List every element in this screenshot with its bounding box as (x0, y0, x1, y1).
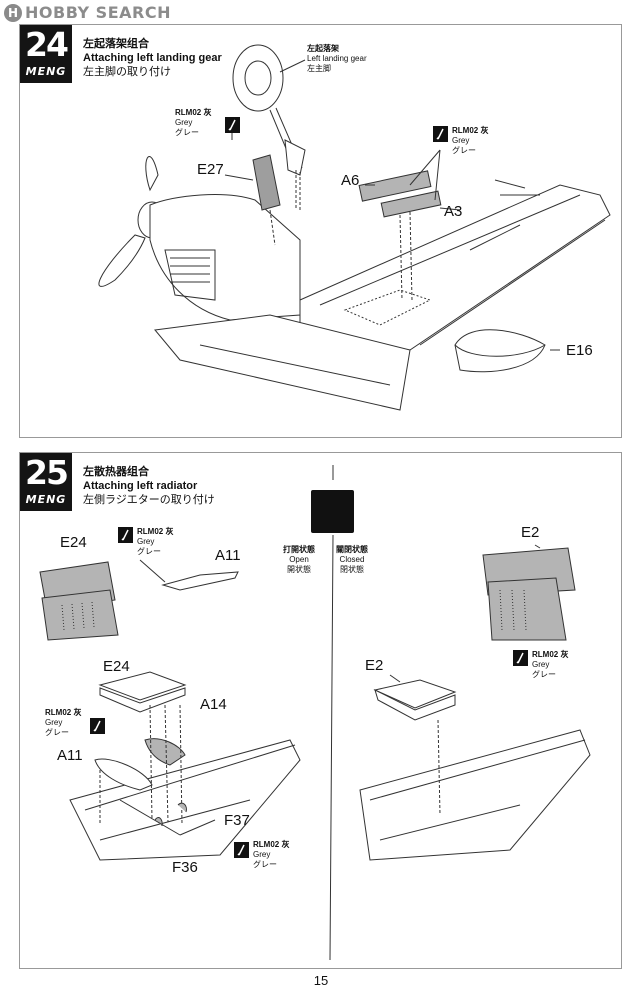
step-24-badge: 24 MENG (20, 25, 72, 83)
page-number: 15 (313, 973, 329, 988)
paint-code: RLM02 灰 (253, 840, 290, 849)
paint-note: RLM02 灰 Grey グレー (253, 840, 289, 870)
watermark-logo: H (4, 3, 22, 22)
step-number: 25 (25, 453, 69, 492)
state-closed-jp: 閉状態 (340, 565, 364, 574)
part-label-a14: A14 (200, 696, 227, 713)
landing-gear-illustration (232, 44, 306, 246)
paint-brush-icon (90, 718, 105, 734)
state-open-note: 打開状態 Open 開状態 (283, 545, 315, 575)
hobby-search-watermark: H HOBBY SEARCH (4, 3, 171, 22)
gear-label-jp: 左主脚 (307, 64, 331, 73)
paint-code: RLM02 灰 (175, 108, 212, 117)
title-en: Attaching left radiator (83, 480, 198, 492)
title-cn: 左起落架组合 (83, 38, 149, 50)
paint-brush-icon (118, 527, 133, 543)
part-label-a3: A3 (444, 203, 463, 220)
paint-note: RLM02 灰 Grey グレー (452, 126, 488, 156)
paint-code: RLM02 灰 (45, 708, 82, 717)
part-label-f36: F36 (172, 859, 198, 876)
brand-mark: MENG (25, 65, 67, 78)
paint-en: Grey (452, 136, 470, 145)
part-label-e24: E24 (103, 658, 130, 675)
paint-brush-icon (225, 117, 240, 133)
landing-gear-callout: 左起落架 Left landing gear 左主脚 (307, 44, 367, 74)
part-label-a11: A11 (215, 547, 241, 564)
wing-illustration-closed (359, 544, 591, 861)
paint-note: RLM02 灰 Grey グレー (45, 708, 81, 738)
paint-en: Grey (137, 537, 155, 546)
watermark-text: HOBBY SEARCH (25, 3, 171, 22)
step-24-titles: 左起落架组合 Attaching left landing gear 左主脚の取… (83, 37, 222, 79)
wing-illustration-open (69, 671, 301, 861)
state-closed-note: 關閉状態 Closed 閉状態 (336, 545, 368, 575)
state-open-cn: 打開状態 (283, 545, 315, 554)
paint-code: RLM02 灰 (532, 650, 569, 659)
open-closed-toggle-icon (311, 490, 354, 533)
part-label-a11: A11 (57, 747, 83, 764)
title-jp: 左側ラジエターの取り付け (83, 494, 215, 506)
state-open-jp: 開状態 (287, 565, 311, 574)
part-label-e24: E24 (60, 534, 87, 551)
paint-code: RLM02 灰 (452, 126, 489, 135)
paint-jp: グレー (452, 146, 476, 155)
paint-en: Grey (45, 718, 63, 727)
paint-code: RLM02 灰 (137, 527, 174, 536)
part-label-e2: E2 (521, 524, 540, 541)
state-closed-en: Closed (339, 555, 365, 564)
paint-jp: グレー (175, 128, 199, 137)
radiator-flap-detail-closed (482, 547, 576, 641)
paint-note: RLM02 灰 Grey グレー (137, 527, 173, 557)
paint-en: Grey (253, 850, 271, 859)
paint-jp: グレー (532, 670, 556, 679)
paint-brush-icon (513, 650, 528, 666)
paint-brush-icon (234, 842, 249, 858)
step-25-titles: 左散热器组合 Attaching left radiator 左側ラジエターの取… (83, 465, 215, 507)
radiator-flap-detail-open (39, 559, 239, 641)
paint-jp: グレー (45, 728, 69, 737)
paint-en: Grey (532, 660, 550, 669)
paint-note: RLM02 灰 Grey グレー (532, 650, 568, 680)
step-25-badge: 25 MENG (20, 453, 72, 511)
part-label-f37: F37 (224, 812, 250, 829)
gear-label-cn: 左起落架 (307, 44, 339, 53)
state-open-en: Open (289, 555, 309, 564)
step-number: 24 (25, 25, 69, 64)
title-en: Attaching left landing gear (83, 52, 222, 64)
gear-label-en: Left landing gear (307, 54, 367, 63)
state-closed-cn: 關閉状態 (336, 545, 368, 554)
part-label-e2: E2 (365, 657, 384, 674)
title-cn: 左散热器组合 (83, 466, 149, 478)
brand-mark: MENG (25, 493, 67, 506)
paint-note: RLM02 灰 Grey グレー (175, 108, 211, 138)
paint-jp: グレー (253, 860, 277, 869)
part-label-e27: E27 (197, 161, 224, 178)
paint-jp: グレー (137, 547, 161, 556)
paint-en: Grey (175, 118, 193, 127)
part-label-a6: A6 (341, 172, 360, 189)
paint-brush-icon (433, 126, 448, 142)
title-jp: 左主脚の取り付け (83, 66, 171, 78)
aircraft-fuselage-illustration (98, 156, 611, 411)
part-label-e16: E16 (566, 342, 593, 359)
